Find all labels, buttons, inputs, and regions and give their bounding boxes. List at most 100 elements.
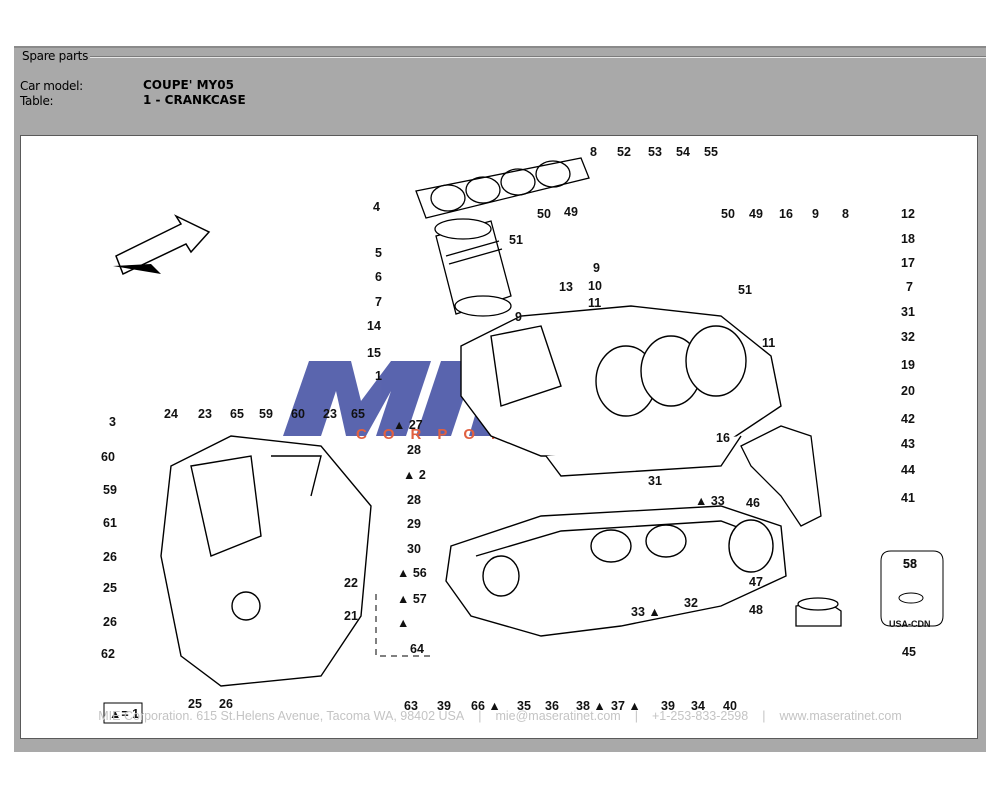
callout-label: 11: [588, 296, 601, 310]
callout-label: 51: [509, 233, 523, 247]
groupbox-rule-highlight: [90, 57, 986, 58]
callout-label: 25: [188, 697, 202, 711]
callout-label: 17: [901, 256, 915, 270]
callout-label: 31: [901, 305, 915, 319]
callout-label: 16: [716, 431, 730, 445]
callout-label: 10: [588, 279, 602, 293]
callout-label: 60: [291, 407, 305, 421]
callout-label: 5: [375, 246, 382, 260]
direction-arrow-icon: [113, 214, 211, 276]
callout-label: 61: [103, 516, 117, 530]
callout-label: 28: [407, 493, 421, 507]
callout-label: 31: [648, 474, 662, 488]
callout-label: 65: [230, 407, 244, 421]
callout-label: 40: [723, 699, 737, 713]
footer-website[interactable]: www.maseratinet.com: [779, 709, 902, 723]
diagram-panel: CORPORATION: [20, 135, 978, 739]
callout-label: 34: [691, 699, 705, 713]
callout-label: 32: [901, 330, 915, 344]
callout-label: 24: [164, 407, 178, 421]
callout-label: 65: [351, 407, 365, 421]
callout-label: 32: [684, 596, 698, 610]
footer: MIE Corporation. 615 St.Helens Avenue, T…: [98, 709, 902, 723]
timing-cover: [160, 435, 372, 687]
callout-label: 4: [373, 200, 380, 214]
callout-label: 50: [721, 207, 735, 221]
callout-label: 7: [906, 280, 913, 294]
callout-label: 7: [375, 295, 382, 309]
callout-label: 50: [537, 207, 551, 221]
head-gasket: [415, 157, 590, 219]
callout-label: 35: [517, 699, 531, 713]
callout-label: 22: [344, 576, 358, 590]
table-value: 1 - CRANKCASE: [143, 93, 246, 107]
callout-label: 36: [545, 699, 559, 713]
cylinder-liner: [434, 218, 512, 317]
callout-label: 14: [367, 319, 381, 333]
callout-label: 45: [902, 645, 916, 659]
callout-label: ▲ 27: [393, 418, 423, 432]
crankcase-block: [460, 305, 782, 477]
callout-label: ▲ 57: [397, 592, 427, 606]
callout-label: 26: [103, 615, 117, 629]
callout-label: 43: [901, 437, 915, 451]
inset-label: USA-CDN: [889, 619, 931, 629]
callout-label: 23: [323, 407, 337, 421]
callout-label: 1: [375, 369, 382, 383]
car-model-value: COUPE' MY05: [143, 78, 234, 92]
callout-label: 19: [901, 358, 915, 372]
callout-label: 3: [109, 415, 116, 429]
callout-label: 28: [407, 443, 421, 457]
callout-label: 64: [410, 642, 424, 656]
groupbox-legend: Spare parts: [20, 49, 91, 63]
callout-label: 33 ▲: [631, 605, 661, 619]
usa-cdn-inset: 58 USA-CDN: [880, 550, 944, 629]
callout-label: 54: [676, 145, 690, 159]
callout-label: 51: [738, 283, 752, 297]
callout-label: 29: [407, 517, 421, 531]
callout-label: 48: [749, 603, 763, 617]
callout-label: 39: [437, 699, 451, 713]
callout-label: 18: [901, 232, 915, 246]
callout-label: ▲ 2: [403, 468, 426, 482]
callout-label: 9: [515, 310, 522, 324]
callout-label: 53: [648, 145, 662, 159]
triangle-key-box: ▲= 1: [103, 702, 143, 724]
callout-label: 11: [762, 336, 775, 350]
callout-label: 49: [749, 207, 763, 221]
callout-label: 25: [103, 581, 117, 595]
table-label: Table:: [20, 94, 54, 108]
crankcase-exploded-diagram: CORPORATION: [101, 145, 944, 724]
callout-label: 41: [901, 491, 915, 505]
callout-label: 66 ▲: [471, 699, 501, 713]
inset-number: 58: [903, 557, 917, 571]
callout-label: 12: [901, 207, 915, 221]
callout-label: 49: [564, 205, 578, 219]
callout-label: 8: [590, 145, 597, 159]
top-border: [14, 46, 986, 48]
callout-label: 8: [842, 207, 849, 221]
callout-label: 58: [903, 557, 917, 571]
callout-label: 38 ▲: [576, 699, 606, 713]
lower-crankcase: [445, 505, 787, 637]
callout-label: 62: [101, 647, 115, 661]
callout-label: ▲ 56: [397, 566, 427, 580]
callout-label: 52: [617, 145, 631, 159]
callout-label: 39: [661, 699, 675, 713]
callout-label: 37 ▲: [611, 699, 641, 713]
callout-label: 47: [749, 575, 763, 589]
car-model-label: Car model:: [20, 79, 83, 93]
callout-label: 6: [375, 270, 382, 284]
callout-label: 59: [103, 483, 117, 497]
callout-label: 55: [704, 145, 718, 159]
triangle-key-text: ▲= 1: [109, 707, 139, 721]
footer-company: MIE Corporation. 615 St.Helens Avenue, T…: [98, 709, 465, 723]
callout-label: 16: [779, 207, 793, 221]
footer-email[interactable]: mie@maseratinet.com: [495, 709, 621, 723]
callout-label: 20: [901, 384, 915, 398]
callout-label: ▲: [397, 616, 409, 630]
callout-label: 60: [101, 450, 115, 464]
callout-label: 23: [198, 407, 212, 421]
callout-label: ▲ 33: [695, 494, 725, 508]
